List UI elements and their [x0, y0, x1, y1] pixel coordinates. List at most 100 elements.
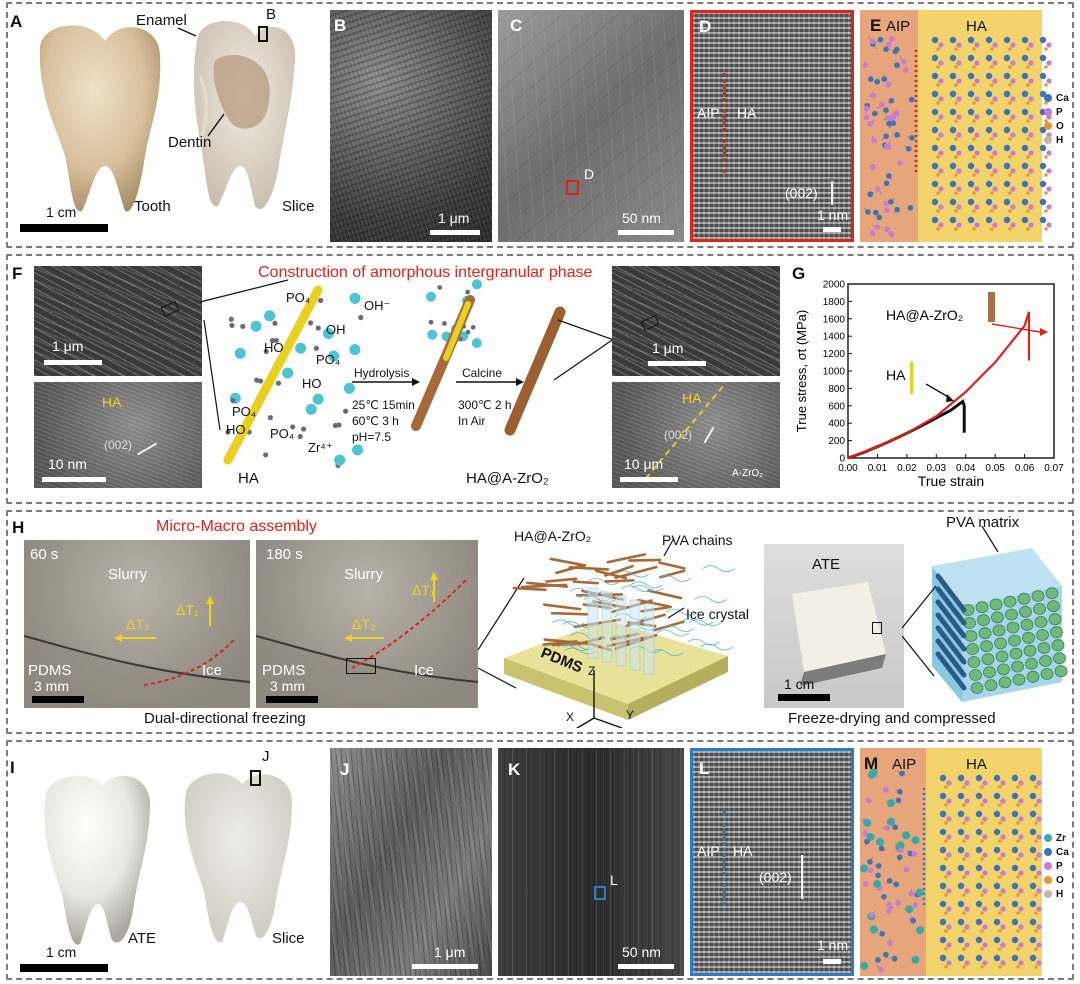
o-atom	[1026, 83, 1030, 87]
ha-label: HA	[238, 470, 259, 487]
ca-atom	[975, 810, 983, 818]
o-atom	[990, 101, 994, 105]
scale-label: 1 cm	[46, 204, 77, 220]
ca-atom	[1021, 162, 1029, 170]
fiber-end	[994, 637, 1007, 650]
o-atom	[954, 191, 958, 195]
delta-t1-label: ΔT₁	[176, 602, 199, 618]
p-atom	[938, 132, 944, 138]
fiber-end	[1025, 657, 1038, 670]
p-atom	[946, 888, 952, 894]
ca-atom	[1029, 792, 1037, 800]
aip-atom	[910, 917, 917, 924]
fiber-end	[1047, 600, 1060, 613]
scale-bar	[20, 224, 108, 232]
fiber-end	[1050, 626, 1063, 639]
series-label-ha: HA	[886, 367, 906, 383]
box-d-label: D	[584, 166, 595, 182]
ca-atom	[939, 918, 947, 926]
fiber-end	[1003, 595, 1017, 608]
ca-atom	[967, 72, 975, 80]
aip-atom	[905, 146, 912, 152]
nanowire	[526, 581, 569, 588]
y-tick-label: 1800	[823, 297, 846, 308]
panel-e: E AIP HA Ca P O H	[860, 10, 1072, 242]
p-dot-icon	[1044, 862, 1052, 871]
ca-atom	[967, 36, 975, 44]
p-atom	[992, 150, 998, 156]
scale-bar	[648, 361, 706, 366]
nanowire	[568, 565, 610, 571]
o-atom	[1034, 875, 1038, 879]
aip-atom	[862, 830, 868, 837]
panel-letter: M	[864, 754, 879, 773]
aip-atom	[868, 76, 874, 83]
ca-atom	[975, 828, 983, 836]
y-tick-label: 1400	[823, 332, 846, 343]
o-atom	[944, 803, 948, 807]
h-freeze-180s: 180 s Slurry ΔT₁ ΔT₂ PDMS Ice 3 mm	[256, 540, 478, 708]
o-atom	[972, 101, 976, 105]
aip-atom	[881, 76, 888, 82]
o-atom	[1034, 821, 1038, 825]
zoom-box	[160, 301, 180, 317]
p-atom	[974, 150, 980, 156]
aip-atom	[897, 847, 904, 854]
legend-item-h: H	[1044, 888, 1069, 902]
p-atom	[1028, 60, 1034, 66]
x-tick-label: 0.04	[956, 463, 976, 474]
aip-atom	[867, 770, 876, 779]
aip-atom	[912, 902, 919, 908]
zr-dot-icon	[1044, 834, 1052, 843]
p-atom	[1046, 78, 1052, 84]
row-4	[6, 740, 1074, 980]
aip-atom	[886, 799, 895, 808]
panel-letter: B	[334, 16, 347, 35]
nanowire	[543, 638, 592, 646]
fiber-end	[989, 598, 1003, 611]
plane-marker	[136, 442, 158, 456]
p-dot-icon	[1044, 108, 1052, 117]
caption-dual-freezing: Dual-directional freezing	[144, 710, 306, 727]
ca-atom	[931, 54, 939, 62]
aip-atom	[878, 966, 884, 973]
p-atom	[1036, 798, 1042, 804]
phosphate-ion	[315, 325, 321, 331]
p-atom	[992, 78, 998, 84]
o-atom	[944, 839, 948, 843]
p-atom	[956, 150, 962, 156]
fiber-end	[1017, 592, 1031, 605]
o-atom	[1026, 155, 1030, 159]
p-atom	[964, 870, 970, 876]
aip-atom	[888, 36, 895, 42]
o-atom	[1016, 803, 1020, 807]
element-legend: Ca P O H	[1044, 92, 1069, 148]
aip-atom	[863, 114, 870, 121]
ca-ion	[426, 291, 437, 302]
ca-atom	[993, 774, 1001, 782]
ca-atom	[1021, 72, 1029, 80]
nanowire	[512, 586, 547, 592]
ca-atom	[967, 126, 975, 134]
p-atom	[1036, 888, 1042, 894]
o-atom	[1034, 929, 1038, 933]
aip-atom	[863, 105, 870, 112]
p-atom	[938, 114, 944, 120]
pva-chain	[694, 596, 727, 603]
ion-po4: PO₄	[286, 290, 311, 305]
p-atom	[1028, 78, 1034, 84]
phosphate-ion	[269, 338, 276, 344]
aip-atom	[878, 101, 885, 108]
aip-atom	[875, 863, 882, 869]
aip-atom	[888, 199, 894, 205]
aip-atom	[884, 226, 890, 233]
y-axis-label: True stress, σt (MPa)	[794, 310, 809, 432]
p-atom	[1036, 960, 1042, 966]
o-atom	[1034, 893, 1038, 897]
p-atom	[1028, 204, 1034, 210]
p-atom	[1036, 816, 1042, 822]
o-atom	[936, 155, 940, 159]
ha-label: HA	[733, 843, 753, 859]
row-3	[6, 510, 1074, 734]
scale-label: 1 cm	[46, 944, 77, 960]
